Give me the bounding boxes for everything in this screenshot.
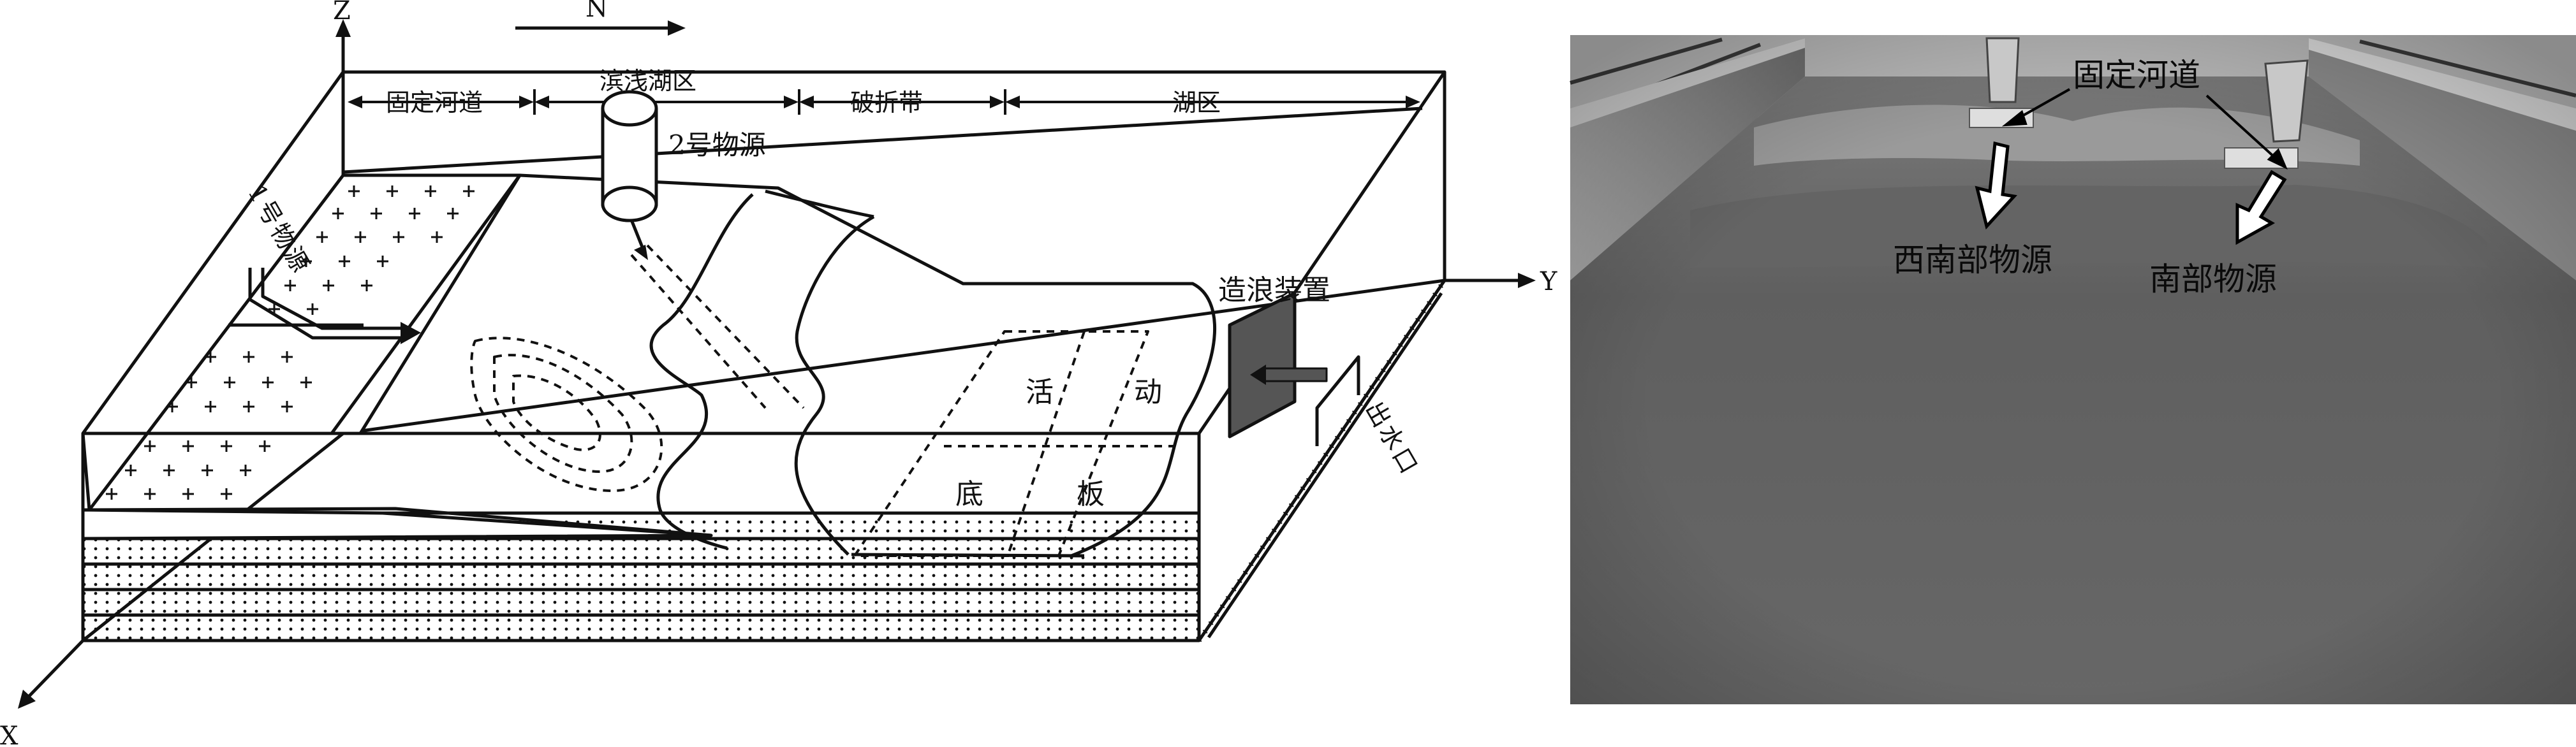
plus-mark xyxy=(269,303,280,315)
north-arrow xyxy=(515,20,686,36)
plus-mark xyxy=(281,401,293,412)
plus-mark xyxy=(393,231,404,243)
plus-marks xyxy=(106,185,475,500)
plus-mark xyxy=(166,401,178,412)
plus-mark xyxy=(323,280,334,291)
plus-mark xyxy=(106,488,117,500)
photo-label-southwest-source: 西南部物源 xyxy=(1893,242,2052,279)
y-axis-label: Y xyxy=(1540,267,1557,296)
north-label: N xyxy=(585,0,608,23)
schematic-diagram xyxy=(18,19,1536,709)
y-axis xyxy=(1445,273,1536,288)
plus-mark xyxy=(316,231,328,243)
plus-mark xyxy=(202,465,213,476)
plus-mark xyxy=(259,440,270,452)
plus-mark xyxy=(262,377,274,388)
zone-label-break-zone: 破折带 xyxy=(850,89,923,117)
plus-mark xyxy=(240,465,251,476)
plus-mark xyxy=(300,377,312,388)
z-axis-label: Z xyxy=(333,0,351,25)
source1-arrow xyxy=(248,268,421,344)
plus-mark xyxy=(182,440,194,452)
plus-mark xyxy=(186,377,197,388)
plus-mark xyxy=(425,185,436,197)
x-axis-label: X xyxy=(0,722,18,747)
plus-mark xyxy=(386,185,398,197)
photo-label-south-source: 南部物源 xyxy=(2149,261,2277,298)
active-floor-plate xyxy=(853,330,1174,557)
source2-label: 2号物源 xyxy=(668,129,766,161)
zone-label-shore-lake: 滨浅湖区 xyxy=(600,67,696,95)
plus-mark xyxy=(332,208,344,219)
floor-char-3: 底 xyxy=(955,478,983,511)
floor-char-1: 活 xyxy=(1026,376,1054,409)
plus-mark xyxy=(243,351,254,363)
plus-mark xyxy=(447,208,459,219)
outlet-label: 出 水 口 xyxy=(1360,397,1423,479)
plus-mark xyxy=(284,280,296,291)
plus-mark xyxy=(348,185,360,197)
plus-mark xyxy=(463,185,475,197)
topography-lines xyxy=(519,173,1216,558)
outlet-side-border xyxy=(1196,279,1447,642)
plus-mark xyxy=(339,256,350,267)
plus-mark xyxy=(144,488,156,500)
plus-mark xyxy=(371,208,382,219)
plus-mark xyxy=(144,440,156,452)
plus-mark xyxy=(307,303,318,315)
wave-maker-label: 造浪装置 xyxy=(1218,274,1330,307)
x-axis xyxy=(18,639,84,709)
plus-mark xyxy=(221,440,232,452)
dashed-contours xyxy=(470,244,805,492)
plus-mark xyxy=(300,256,312,267)
plus-mark xyxy=(205,401,216,412)
plus-mark xyxy=(431,231,443,243)
feeder-south xyxy=(2224,59,2309,169)
zone-label-lake: 湖区 xyxy=(1172,89,1221,117)
plus-mark xyxy=(182,488,194,500)
source2-cylinder xyxy=(601,90,658,260)
sediment-strata xyxy=(81,507,1199,641)
zone-label-fixed-channel: 固定河道 xyxy=(386,89,483,117)
plus-mark xyxy=(355,231,366,243)
plus-mark xyxy=(224,377,235,388)
photo-vignette xyxy=(1570,35,2576,704)
plus-mark xyxy=(205,351,216,363)
photo-annotation-arrows xyxy=(2001,88,2288,170)
plus-mark xyxy=(281,351,293,363)
plus-mark xyxy=(409,208,420,219)
schematic-labels: Z Y X N 固定河道 滨浅湖区 破折带 湖区 2号物源 1 号 物 源 造浪… xyxy=(0,0,1557,747)
outlet-notch xyxy=(1315,355,1360,446)
plus-mark xyxy=(221,488,232,500)
plus-mark xyxy=(377,256,388,267)
plus-mark xyxy=(243,401,254,412)
flume-photo: 固定河道 西南部物源 南部物源 xyxy=(1570,35,2576,704)
source-flow-arrows xyxy=(1975,141,2287,245)
photo-label-fixed-channel: 固定河道 xyxy=(2073,57,2200,94)
wave-maker-device xyxy=(1228,291,1328,439)
plus-mark xyxy=(125,465,136,476)
floor-char-2: 动 xyxy=(1134,376,1162,409)
zone-dimension-arrows xyxy=(348,89,1420,115)
plus-mark xyxy=(361,280,372,291)
floor-char-4: 板 xyxy=(1077,478,1105,511)
plus-mark xyxy=(163,465,175,476)
